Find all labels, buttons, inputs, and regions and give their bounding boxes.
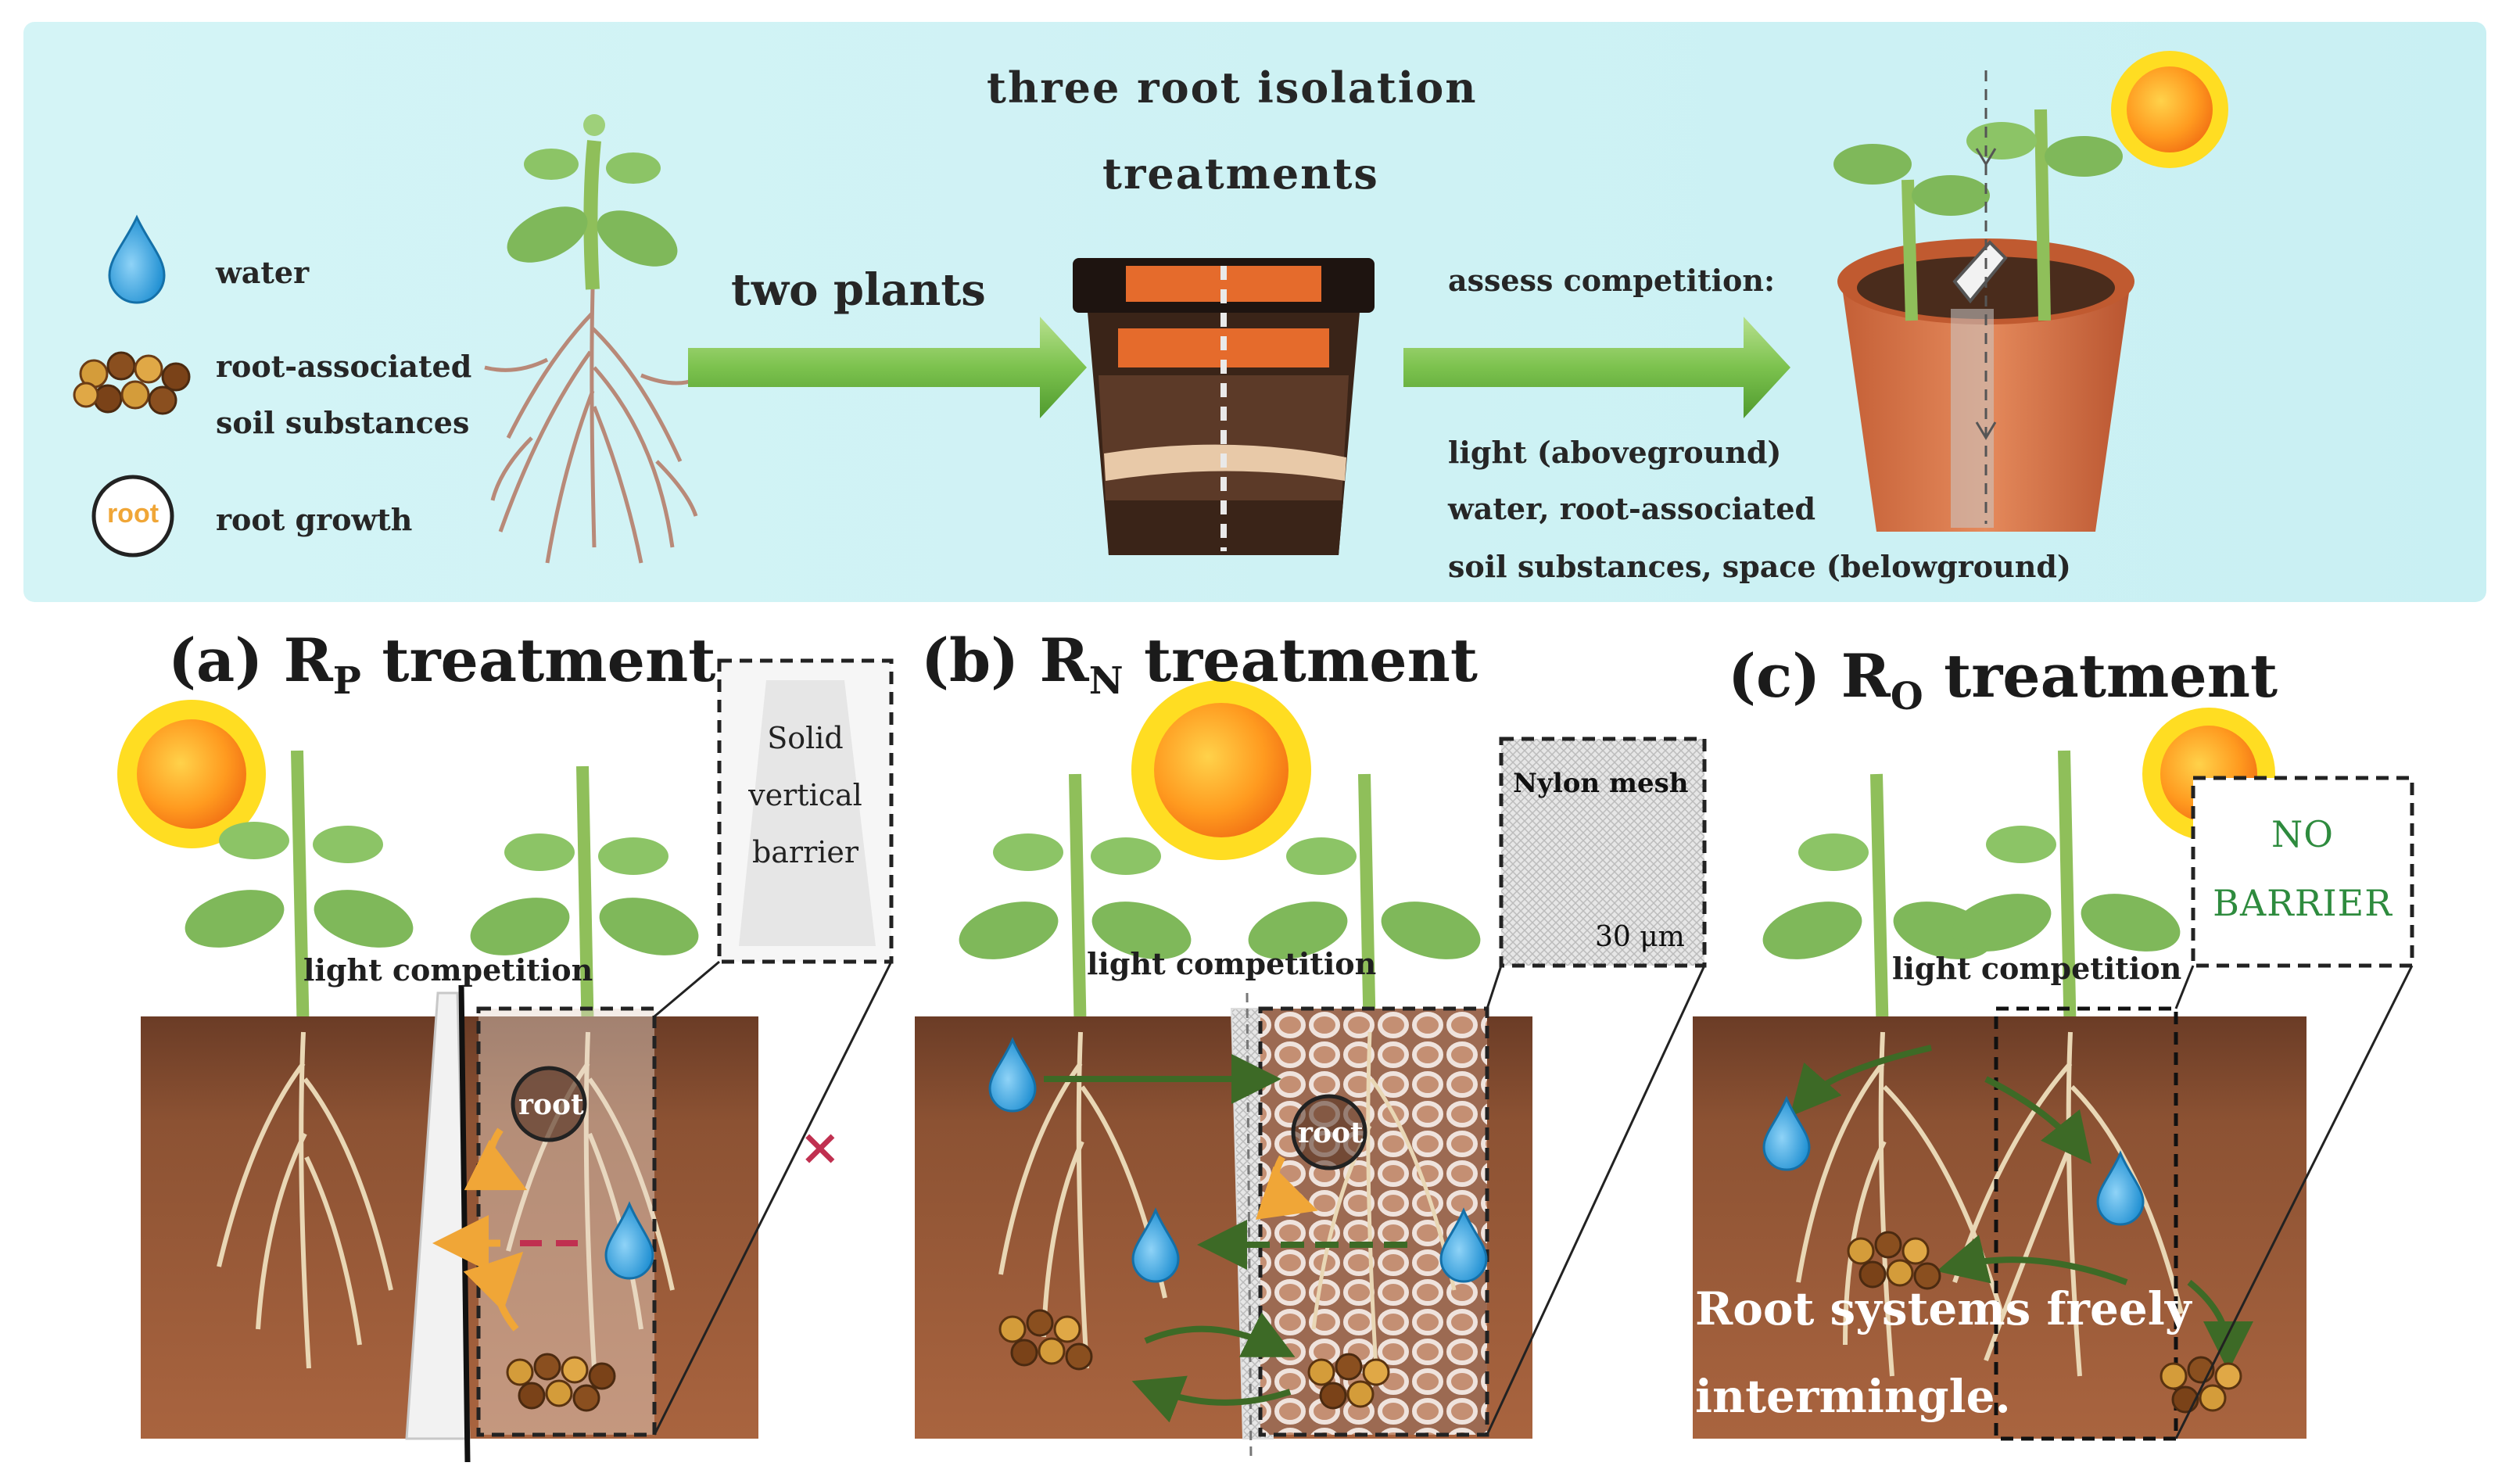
soil-particles-icon	[1307, 1353, 1390, 1410]
panel-c-caption-line2: intermingle.	[1695, 1370, 2011, 1423]
water-drop-icon	[604, 1201, 654, 1280]
panel-a-inset-line3: barrier	[751, 835, 859, 869]
panel-c-inset-line2: BARRIER	[2213, 882, 2393, 924]
panel-a-suffix: treatment	[360, 626, 716, 695]
panel-c-label: (c) R	[1728, 641, 1891, 711]
plant-icon	[959, 773, 1192, 1041]
water-drop-icon	[1439, 1207, 1488, 1283]
soil-particles-icon	[998, 1309, 1093, 1371]
focus-box	[1994, 1006, 2178, 1441]
panel-c-suffix: treatment	[1923, 641, 2278, 711]
plant-icon	[470, 765, 699, 1041]
assess-title: assess competition:	[1448, 263, 1776, 298]
plant-icon	[1248, 773, 1481, 1041]
root-growth-icon	[511, 1066, 587, 1142]
panel-c-caption-line1: Root systems freely	[1695, 1282, 2192, 1335]
panel-a-title: (a) RP treatment	[168, 626, 715, 703]
root-growth-icon: root	[91, 475, 174, 557]
assess-line1: light (aboveground)	[1448, 435, 1782, 470]
top-title-line1: three root isolation	[987, 63, 1478, 113]
legend-water-label: water	[216, 255, 310, 290]
water-drop-icon	[2096, 1150, 2145, 1226]
sun-icon	[1131, 680, 1311, 860]
soil-particles-icon	[1847, 1231, 1941, 1290]
legend-root-growth-label: root growth	[216, 502, 413, 537]
soil-particles-icon	[73, 351, 191, 415]
plant-icon	[185, 750, 414, 1041]
legend-substances-line2: soil substances	[216, 405, 470, 440]
mesh-inset-box	[1499, 737, 1707, 968]
top-title-line2: treatments	[1102, 149, 1379, 199]
panel-c-inset-line1: NO	[2271, 813, 2334, 855]
root-growth-icon	[1291, 1094, 1367, 1170]
water-drop-icon	[1131, 1207, 1180, 1283]
panel-b-inset-line2: 30 μm	[1595, 921, 1685, 953]
assess-line2: water, root-associated	[1448, 491, 1816, 526]
sun-icon	[117, 700, 266, 848]
panel-b-suffix: treatment	[1123, 626, 1479, 695]
plant-icon	[1952, 750, 2181, 1041]
panel-a-sub: P	[332, 659, 361, 704]
panel-c-title: (c) RO treatment	[1728, 641, 2278, 719]
panel-a-light-label: light competition	[303, 952, 593, 988]
panel-a-label: (a) R	[168, 626, 333, 695]
no-barrier-box	[2191, 776, 2414, 968]
pot-icon	[1073, 258, 1375, 555]
water-drop-icon	[108, 214, 166, 304]
panel-c-sub: O	[1890, 675, 1923, 719]
arrow-two-plants-label: two plants	[731, 264, 986, 316]
panel-a-root-label: root	[518, 1088, 584, 1121]
panel-c-light-label: light competition	[1892, 951, 2182, 986]
legend-substances-line1: root-associated	[216, 349, 472, 384]
assess-line3: soil substances, space (belowground)	[1448, 549, 2071, 584]
plant-icon	[484, 114, 705, 564]
panel-b-light-label: light competition	[1087, 946, 1377, 981]
arrow-icon	[688, 317, 1087, 418]
panel-b-inset-line1: Nylon mesh	[1513, 768, 1689, 799]
root-symbol-label: root	[107, 499, 159, 529]
pot-icon	[1833, 70, 2134, 532]
panel-b-label: (b) R	[921, 626, 1089, 695]
water-drop-icon	[988, 1037, 1037, 1113]
roots	[217, 1031, 675, 1369]
panel-b-root-label: root	[1298, 1117, 1364, 1149]
panel-b-title: (b) RN treatment	[921, 626, 1478, 703]
plant-icon	[1762, 773, 1993, 1041]
sun-icon	[2111, 51, 2228, 168]
arrow-icon	[1403, 317, 1790, 418]
panel-a-inset-line1: Solid	[767, 721, 844, 755]
panel-b-sub: N	[1088, 659, 1124, 704]
soil-particles-icon	[506, 1353, 616, 1412]
panel-a-blocked-mark: ×	[799, 1118, 841, 1177]
water-drop-icon	[1762, 1095, 1811, 1171]
panel-a-inset-line2: vertical	[748, 778, 862, 812]
